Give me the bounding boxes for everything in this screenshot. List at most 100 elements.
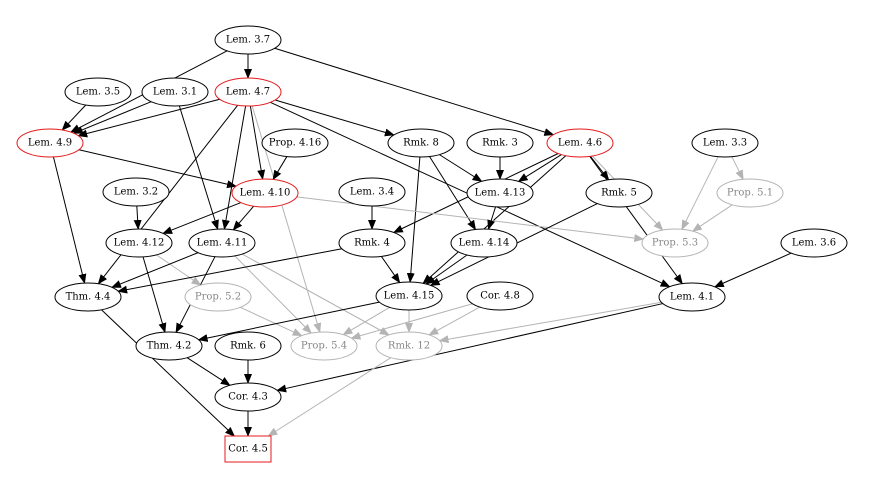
node-label: Rmk. 8 xyxy=(403,138,439,149)
node-label: Lem. 3.2 xyxy=(114,187,158,198)
node-label: Cor. 4.5 xyxy=(228,444,268,455)
node-lem-3-7: Lem. 3.7 xyxy=(214,25,282,55)
node-ellipse xyxy=(231,178,299,208)
node-ellipse xyxy=(102,177,170,207)
edge-lem-4-7-to-lem-4-10 xyxy=(249,105,266,181)
node-label: Rmk. 6 xyxy=(230,341,266,352)
edge-lem-4-9-to-lem-4-10 xyxy=(78,149,238,189)
node-rmk-6: Rmk. 6 xyxy=(214,331,282,361)
node-ellipse xyxy=(691,128,759,158)
edge-lem-3-5-to-lem-4-9 xyxy=(61,104,87,131)
node-ellipse xyxy=(338,177,406,207)
node-rmk-5: Rmk. 5 xyxy=(585,178,653,208)
node-label: Lem. 3.6 xyxy=(792,238,836,249)
edge-cor-4-8-to-prop-5-4 xyxy=(350,303,473,340)
edge-lem-4-1-to-rmk-12 xyxy=(438,301,662,344)
node-ellipse xyxy=(641,228,709,258)
node-ellipse xyxy=(188,228,256,258)
edge-lem-4-6-to-lem-4-15 xyxy=(422,155,567,285)
edge-lem-4-7-to-lem-4-11 xyxy=(221,105,247,231)
edge-lem-4-7-to-rmk-8 xyxy=(274,99,395,137)
node-prop-5-3: Prop. 5.3 xyxy=(641,228,709,258)
node-ellipse xyxy=(338,228,406,258)
node-ellipse xyxy=(16,128,84,158)
node-lem-4-9: Lem. 4.9 xyxy=(16,128,84,158)
node-prop-5-4: Prop. 5.4 xyxy=(290,331,358,361)
node-ellipse xyxy=(716,178,784,208)
node-label: Rmk. 3 xyxy=(482,138,518,149)
node-prop-4-16: Prop. 4.16 xyxy=(261,128,329,158)
edge-lem-4-10-to-lem-4-12 xyxy=(162,202,242,234)
node-label: Lem. 4.14 xyxy=(459,238,510,249)
node-ellipse xyxy=(64,77,132,107)
node-label: Thm. 4.4 xyxy=(66,292,111,303)
edge-lem-4-14-to-lem-4-15 xyxy=(425,254,468,285)
edge-lem-3-3-to-prop-5-3 xyxy=(681,156,719,231)
node-lem-4-7: Lem. 4.7 xyxy=(214,77,282,107)
node-label: Lem. 3.1 xyxy=(153,87,197,98)
node-ellipse xyxy=(214,331,282,361)
node-ellipse xyxy=(658,282,726,312)
edge-lem-3-1-to-lem-4-11 xyxy=(178,105,219,231)
edge-lem-4-12-to-thm-4-2 xyxy=(142,256,167,334)
node-label: Lem. 4.10 xyxy=(240,188,291,199)
node-rmk-8: Rmk. 8 xyxy=(387,128,455,158)
node-ellipse xyxy=(466,178,534,208)
node-label: Rmk. 5 xyxy=(601,188,637,199)
node-label: Lem. 4.6 xyxy=(558,138,602,149)
node-ellipse xyxy=(387,128,455,158)
node-rmk-3: Rmk. 3 xyxy=(466,128,534,158)
edge-lem-3-3-to-prop-5-1 xyxy=(731,156,744,181)
node-lem-3-2: Lem. 3.2 xyxy=(102,177,170,207)
edge-lem-4-11-to-prop-5-4 xyxy=(234,255,312,334)
node-thm-4-4: Thm. 4.4 xyxy=(54,282,122,312)
node-lem-4-13: Lem. 4.13 xyxy=(466,178,534,208)
edge-lem-4-9-to-thm-4-4 xyxy=(52,156,87,285)
node-label: Lem. 4.7 xyxy=(226,87,270,98)
node-ellipse xyxy=(450,228,518,258)
node-ellipse xyxy=(184,282,252,312)
edge-rmk-4-to-lem-4-15 xyxy=(380,256,401,284)
edge-thm-4-2-to-cor-4-3 xyxy=(186,357,231,386)
node-label: Cor. 4.8 xyxy=(480,291,520,302)
node-label: Lem. 4.13 xyxy=(475,188,526,199)
edge-prop-5-2-to-prop-5-4 xyxy=(240,306,303,337)
edge-lem-4-7-to-lem-4-9 xyxy=(77,98,220,138)
edge-lem-3-7-to-lem-4-6 xyxy=(274,47,555,136)
edge-rmk-4-to-thm-4-4 xyxy=(117,248,342,294)
edge-lem-4-12-to-prop-5-2 xyxy=(156,254,202,286)
node-ellipse xyxy=(214,77,282,107)
node-label: Thm. 4.2 xyxy=(147,341,192,352)
edge-rmk-8-to-lem-4-15 xyxy=(406,156,421,284)
node-rmk-12: Rmk. 12 xyxy=(375,331,443,361)
edge-lem-4-13-to-lem-4-14 xyxy=(487,206,497,231)
node-ellipse xyxy=(54,282,122,312)
node-label: Lem. 4.11 xyxy=(197,238,248,249)
node-ellipse xyxy=(466,128,534,158)
edge-thm-4-4-to-cor-4-5 xyxy=(101,309,236,437)
edge-lem-4-11-to-thm-4-4 xyxy=(110,252,199,288)
node-label: Prop. 4.16 xyxy=(269,138,322,149)
edge-rmk-8-to-lem-4-13 xyxy=(439,154,483,182)
edge-lem-4-1-to-cor-4-3 xyxy=(276,303,663,393)
node-lem-3-3: Lem. 3.3 xyxy=(691,128,759,158)
node-lem-4-14: Lem. 4.14 xyxy=(450,228,518,258)
edge-lem-4-15-to-thm-4-2 xyxy=(197,301,380,342)
node-label: Prop. 5.2 xyxy=(195,292,241,303)
node-ellipse xyxy=(105,228,173,258)
node-ellipse xyxy=(214,25,282,55)
edge-prop-4-16-to-lem-4-10 xyxy=(272,156,288,181)
node-ellipse xyxy=(375,331,443,361)
node-lem-3-6: Lem. 3.6 xyxy=(780,228,848,258)
edge-lem-4-6-to-lem-4-1 xyxy=(589,156,683,285)
node-ellipse xyxy=(780,228,848,258)
node-cor-4-5: Cor. 4.5 xyxy=(224,435,272,463)
node-prop-5-1: Prop. 5.1 xyxy=(716,178,784,208)
node-prop-5-2: Prop. 5.2 xyxy=(184,282,252,312)
node-label: Rmk. 4 xyxy=(354,238,390,249)
edge-lem-4-10-to-lem-4-11 xyxy=(232,205,255,231)
edge-rmk-12-to-cor-4-5 xyxy=(267,357,392,437)
node-thm-4-2: Thm. 4.2 xyxy=(135,331,203,361)
